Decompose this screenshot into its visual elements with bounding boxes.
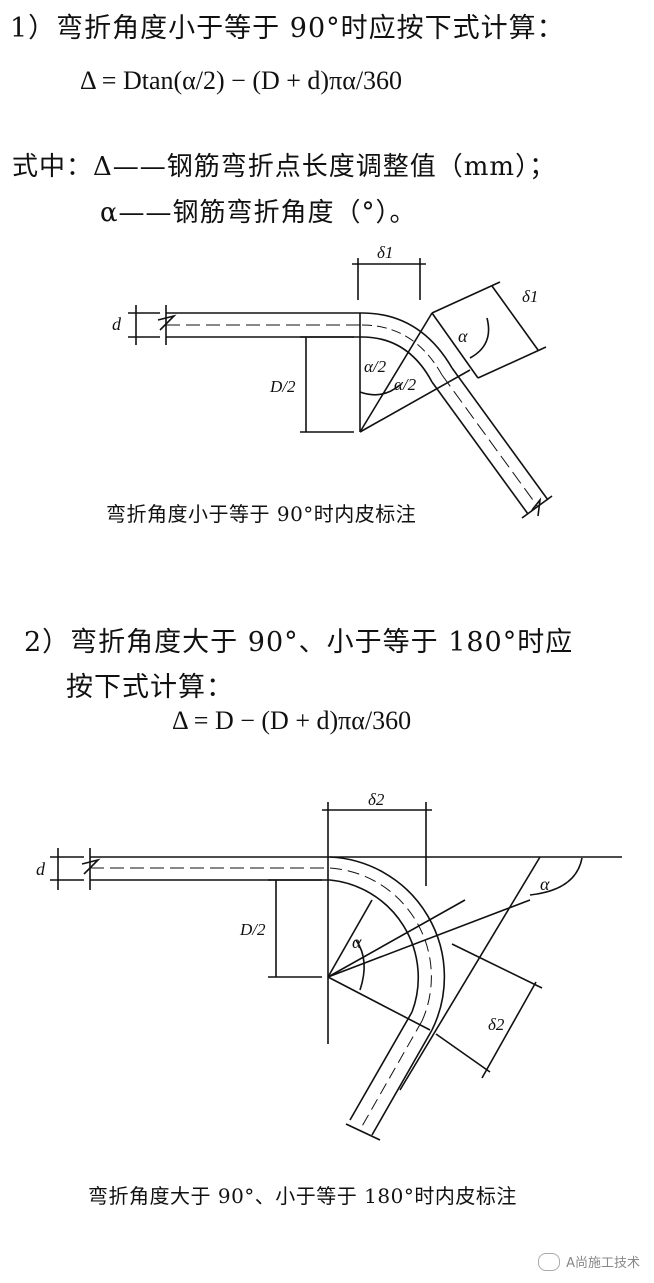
diagram-bend-le-90: δ1 δ1 d D/2 α α/2 α/2	[112, 243, 553, 519]
section1-formula: Δ = Dtan(α/2) − (D + d)πα/360	[80, 66, 403, 95]
label-delta1-top: δ1	[377, 243, 393, 262]
where-line-1: 式中：Δ——钢筋弯折点长度调整值（mm）；	[12, 152, 557, 182]
watermark-text: A尚施工技术	[566, 1256, 640, 1271]
diagram2-caption: 弯折角度大于 90°、小于等于 180°时内皮标注	[88, 1184, 517, 1208]
section2-heading-line-2: 按下式计算：	[66, 672, 234, 703]
label-delta2-top: δ2	[368, 790, 385, 809]
label-delta2-slant: δ2	[488, 1015, 505, 1034]
label-alpha-center: α	[352, 932, 362, 952]
label-D-half: D/2	[269, 377, 296, 396]
label-alpha-right: α	[540, 874, 550, 894]
label-alpha: α	[458, 326, 468, 346]
label-d: d	[112, 314, 122, 334]
label-alpha-half-1: α/2	[364, 357, 387, 376]
diagram-bend-gt-90: δ2 δ2 d D/2 α α	[36, 790, 622, 1141]
wechat-icon	[538, 1252, 561, 1271]
section2-heading-line-1: 2）弯折角度大于 90°、小于等于 180°时应	[24, 627, 574, 658]
label-d-2: d	[36, 859, 46, 879]
label-alpha-half-2: α/2	[394, 375, 417, 394]
section2-formula: Δ = D − (D + d)πα/360	[172, 706, 412, 735]
label-delta1-slant: δ1	[522, 287, 538, 306]
where-line-2: α——钢筋弯折角度（°）。	[100, 198, 417, 228]
watermark: A尚施工技术	[538, 1252, 640, 1271]
label-D-half-2: D/2	[239, 920, 266, 939]
diagram1-caption: 弯折角度小于等于 90°时内皮标注	[106, 502, 417, 526]
section1-heading: 1）弯折角度小于等于 90°时应按下式计算：	[10, 13, 565, 44]
